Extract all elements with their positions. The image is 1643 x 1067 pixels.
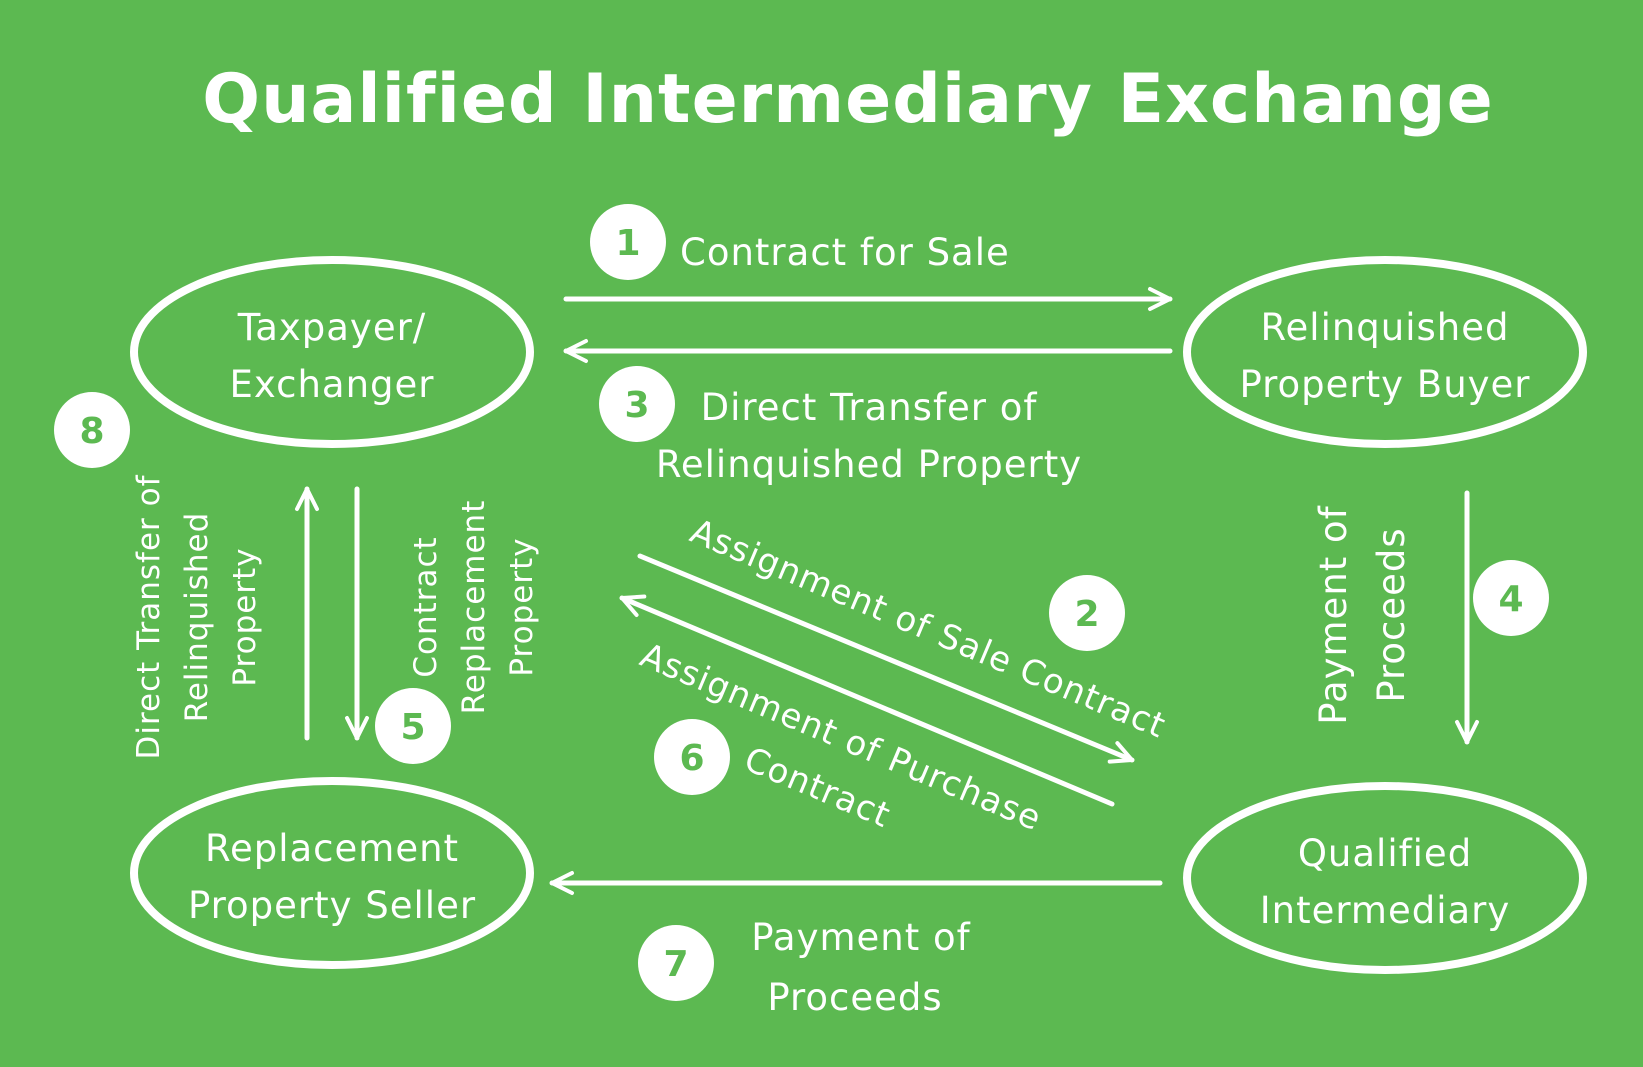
step-7-badge (638, 925, 714, 1001)
node-intermediary-line2: Intermediary (1260, 889, 1511, 932)
step-7-label-line2: Proceeds (767, 976, 942, 1019)
step-5-label-line3: Property (504, 537, 540, 676)
node-seller-line2: Property Seller (188, 884, 476, 927)
step-5-badge (375, 688, 451, 764)
step-1: 1 Contract for Sale (590, 204, 1010, 280)
node-seller: Replacement Property Seller (130, 777, 534, 969)
node-taxpayer-line1: Taxpayer/ (237, 306, 427, 349)
step-3-label-line1: Direct Transfer of (701, 386, 1038, 429)
node-buyer-line1: Relinquished (1260, 306, 1509, 349)
step-8: 8 Direct Transfer of Relinquished Proper… (54, 392, 263, 760)
node-seller-line1: Replacement (205, 827, 459, 870)
step-1-badge (590, 204, 666, 280)
node-buyer: Relinquished Property Buyer (1183, 256, 1587, 448)
step-7: 7 Payment of Proceeds (638, 916, 970, 1019)
step-6-badge (654, 719, 730, 795)
node-intermediary: Qualified Intermediary (1183, 782, 1587, 974)
node-buyer-ellipse (1183, 256, 1587, 448)
page-title: Qualified Intermediary Exchange (202, 60, 1493, 139)
step-4-label-line2: Proceeds (1370, 527, 1413, 702)
step-4-label-line1: Payment of (1312, 505, 1355, 724)
step-2-badge (1049, 575, 1125, 651)
step-8-label-line3: Property (227, 547, 263, 686)
node-intermediary-line1: Qualified (1298, 832, 1472, 875)
step-5-number: 5 (400, 707, 425, 748)
step-5-label-line2: Replacement (456, 500, 492, 715)
step-2-number: 2 (1074, 594, 1099, 635)
step-4-number: 4 (1498, 579, 1523, 620)
step-3-badge (599, 366, 675, 442)
arrow-assignment-purchase-contract (619, 594, 1115, 807)
step-7-label-line1: Payment of (751, 916, 970, 959)
step-7-number: 7 (663, 944, 688, 985)
arrow-assignment-sale-contract (637, 553, 1135, 764)
node-seller-ellipse (130, 777, 534, 969)
step-4-badge (1473, 560, 1549, 636)
node-taxpayer-line2: Exchanger (229, 363, 434, 406)
step-3: 3 Direct Transfer of Relinquished Proper… (599, 366, 1082, 486)
node-intermediary-ellipse (1183, 782, 1587, 974)
step-5: 5 Contract Replacement Property (375, 500, 540, 764)
step-3-label-line2: Relinquished Property (656, 443, 1082, 486)
step-8-label-line1: Direct Transfer of (131, 474, 167, 759)
node-buyer-line2: Property Buyer (1239, 363, 1530, 406)
step-5-label-line1: Contract (408, 536, 444, 677)
step-3-number: 3 (624, 385, 649, 426)
step-8-number: 8 (79, 411, 104, 452)
node-taxpayer: Taxpayer/ Exchanger (130, 256, 534, 448)
step-8-badge (54, 392, 130, 468)
step-6-number: 6 (679, 738, 704, 779)
step-8-label-line2: Relinquished (179, 512, 215, 723)
step-1-number: 1 (615, 223, 640, 264)
step-1-label: Contract for Sale (680, 231, 1010, 274)
node-taxpayer-ellipse (130, 256, 534, 448)
step-4: 4 Payment of Proceeds (1312, 505, 1549, 725)
